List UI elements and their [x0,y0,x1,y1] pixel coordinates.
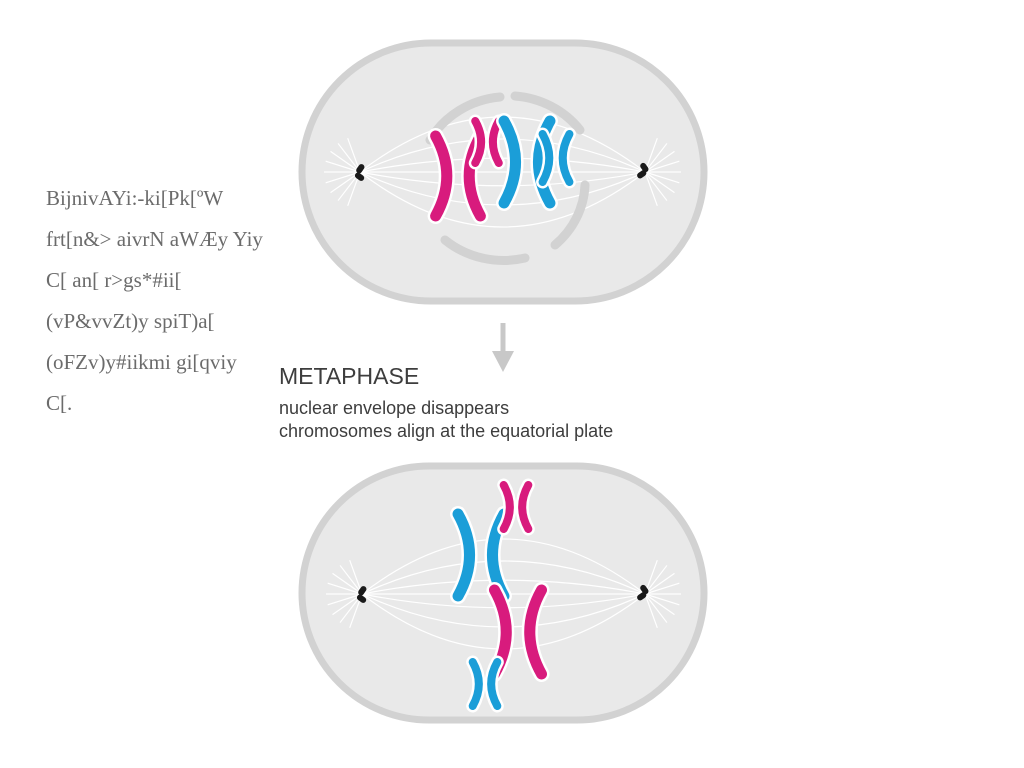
chromosome [497,478,535,536]
side-text-line: frt[n&> aivrN aWÆy Yiy [46,227,263,251]
cell-top [298,39,708,305]
stage-description-line: nuclear envelope disappears [279,398,510,418]
side-text-line: (oFZv)y#iikmi gi[qviy [46,350,237,374]
stage-description-line: chromosomes align at the equatorial plat… [279,421,614,441]
side-text-block: BijnivAYi:-ki[Pk[ºW frt[n&> aivrN aWÆy Y… [46,178,316,424]
centriole-icon [637,584,649,601]
side-text-line: C[. [46,391,73,415]
side-text-line: BijnivAYi:-ki[Pk[ºW [46,186,224,210]
chromosome [536,127,576,189]
centriole-icon [637,162,649,179]
side-text-line: (vP&vvZt)y spiT)a[ [46,309,215,333]
side-text-line: C[ an[ r>gs*#ii[ [46,268,182,292]
chromosome [466,655,504,713]
centriole-icon [356,586,367,603]
down-arrow-icon [492,323,514,372]
centriole-icon [354,164,365,181]
cell-bottom [298,462,708,724]
stage-title: METAPHASE [279,363,420,389]
